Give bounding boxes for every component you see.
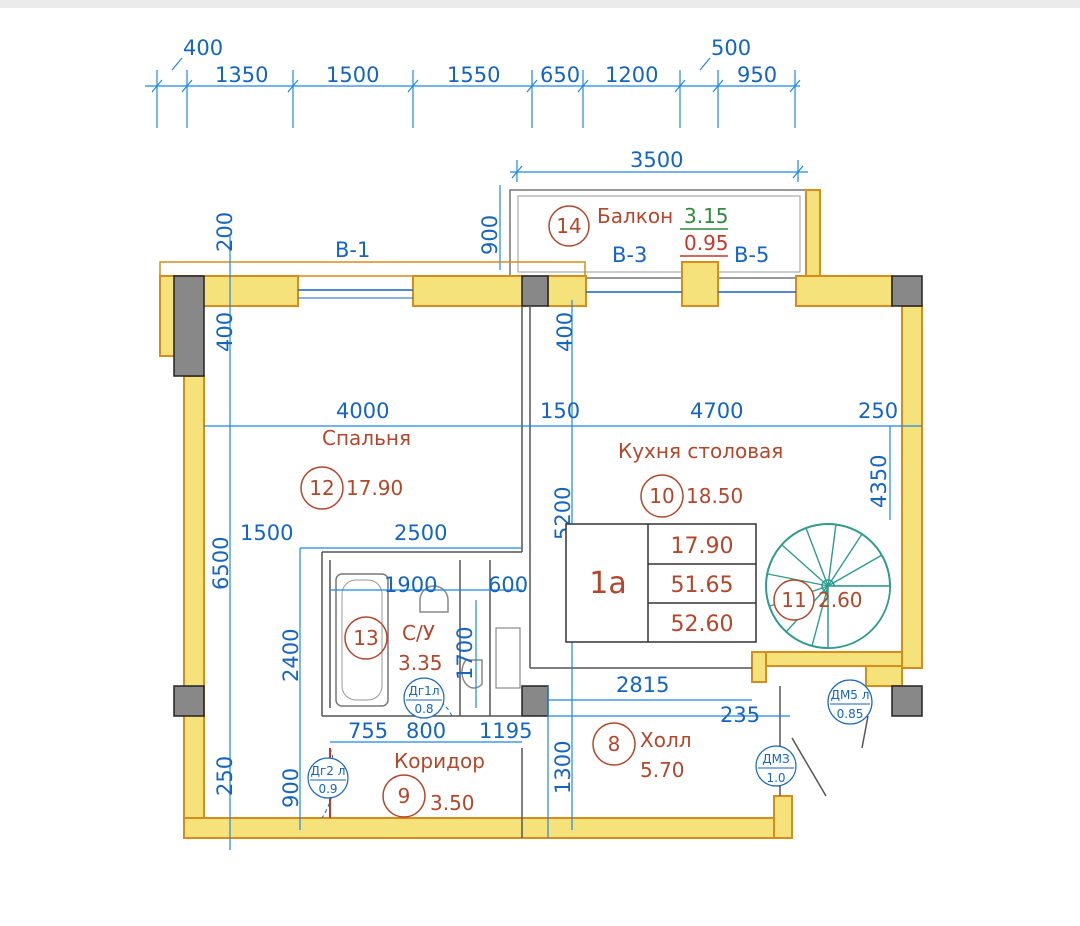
column-ne	[891, 275, 923, 307]
bedroom-area: 17.90	[346, 476, 403, 500]
room-number-circle-8	[592, 722, 636, 766]
dim-900-left: 900	[279, 768, 303, 808]
column-n	[521, 275, 549, 307]
door-dm3-label: ДМЗ	[762, 752, 789, 766]
balcony-area-red: 0.95	[684, 231, 729, 255]
bathroom-number: 13	[353, 626, 378, 650]
dim-1350: 1350	[215, 63, 268, 87]
hall-number: 8	[608, 732, 621, 756]
door-dm5-width: 0.85	[837, 707, 864, 721]
door-tag-dm5	[827, 679, 873, 725]
corridor-area: 3.50	[430, 791, 475, 815]
window-label-b1: В-1	[335, 238, 370, 262]
top-dimension-chain: 400 500 1350 1500 1550 650 1200 950	[145, 36, 801, 128]
column-e	[891, 685, 923, 717]
dim-400-top: 400	[183, 36, 223, 60]
balcony-area-green: 3.15	[684, 204, 729, 228]
door-dg1-label: Дг1л	[409, 684, 440, 698]
balcony-label: Балкон	[597, 204, 673, 228]
kitchen-label: Кухня столовая	[618, 439, 783, 463]
top-bar	[0, 0, 1080, 8]
dim-500-top: 500	[711, 36, 751, 60]
dim-4350: 4350	[867, 455, 891, 508]
column-nw	[173, 275, 205, 377]
spiral-stair: 11 2.60	[765, 523, 891, 649]
kitchen-area: 18.50	[686, 484, 743, 508]
doors: Дг1л 0.8 Дг2 л 0.9 ДМ5 л 0.85 ДМЗ 1.0	[307, 677, 873, 819]
dim-6500: 6500	[209, 537, 233, 590]
dim-250-right: 250	[858, 399, 898, 423]
dim-800: 800	[406, 719, 446, 743]
balcony-number: 14	[556, 214, 581, 238]
room-number-circle-14	[548, 205, 590, 247]
column-w	[173, 685, 205, 717]
room-number-circle-11	[773, 579, 815, 621]
window-label-b5: В-5	[734, 243, 769, 267]
dim-950: 950	[737, 63, 777, 87]
dim-235: 235	[720, 703, 760, 727]
dim-650: 650	[540, 63, 580, 87]
dim-4000: 4000	[336, 399, 389, 423]
hall-area: 5.70	[640, 758, 685, 782]
door-tag-dg2	[307, 757, 349, 799]
dim-1200: 1200	[605, 63, 658, 87]
door-tag-dg1	[403, 677, 445, 719]
dim-1300: 1300	[551, 741, 575, 794]
room-number-circle-13	[344, 616, 388, 660]
dim-1700: 1700	[453, 627, 477, 680]
dim-755: 755	[348, 719, 388, 743]
dim-2500: 2500	[394, 521, 447, 545]
corridor-label: Коридор	[394, 749, 485, 773]
balcony: 3500 900 14 Балкон 3.15 0.95 В-3 В-5	[478, 148, 821, 279]
unit-label: 1а	[589, 566, 626, 601]
partitions	[321, 306, 781, 838]
table-value-living: 17.90	[671, 534, 734, 559]
door-dm5-label: ДМ5 л	[831, 688, 870, 702]
room-labels: Спальня 12 17.90 Кухня столовая 10 18.50…	[300, 426, 783, 818]
bedroom-number: 12	[309, 476, 334, 500]
room-number-circle-10	[640, 474, 684, 518]
stair-number: 11	[781, 588, 806, 612]
window-label-b3: В-3	[612, 243, 647, 267]
dim-3500: 3500	[630, 148, 683, 172]
interior-dimensions: 200 400 400 4000 150 4700 250 4350 5200 …	[204, 212, 922, 850]
table-value-with-balcony: 52.60	[671, 612, 734, 637]
dim-600: 600	[488, 573, 528, 597]
dim-150: 150	[540, 399, 580, 423]
dim-400-left: 400	[213, 312, 237, 352]
room-number-circle-9	[382, 774, 426, 818]
dim-1550: 1550	[447, 63, 500, 87]
hall-label: Холл	[640, 728, 692, 752]
corridor-number: 9	[398, 784, 411, 808]
door-dg2-label: Дг2 л	[311, 764, 346, 778]
room-number-circle-12	[300, 466, 344, 510]
dim-2815: 2815	[616, 673, 669, 697]
outer-walls: В-1	[159, 238, 923, 839]
door-tag-dm3	[755, 745, 797, 787]
dim-1500-left: 1500	[240, 521, 293, 545]
dim-4700: 4700	[690, 399, 743, 423]
kitchen-number: 10	[649, 484, 674, 508]
dim-1500-top: 1500	[326, 63, 379, 87]
bathroom-label: С/У	[402, 621, 435, 645]
dim-900-balcony: 900	[478, 215, 502, 255]
dim-1900: 1900	[384, 573, 437, 597]
column-c	[521, 685, 549, 717]
dim-1195: 1195	[479, 719, 532, 743]
bathroom-area: 3.35	[398, 651, 443, 675]
door-dg1-width: 0.8	[414, 702, 433, 716]
dim-200: 200	[213, 212, 237, 252]
table-value-total: 51.65	[671, 573, 734, 598]
bedroom-label: Спальня	[322, 426, 411, 450]
door-dg2-width: 0.9	[318, 782, 337, 796]
dim-250-left: 250	[213, 756, 237, 796]
door-dm3-width: 1.0	[766, 771, 785, 785]
dim-400-right: 400	[553, 312, 577, 352]
dim-2400: 2400	[279, 629, 303, 682]
stair-area: 2.60	[818, 588, 863, 612]
summary-table: 1а 17.90 51.65 52.60	[565, 523, 757, 643]
